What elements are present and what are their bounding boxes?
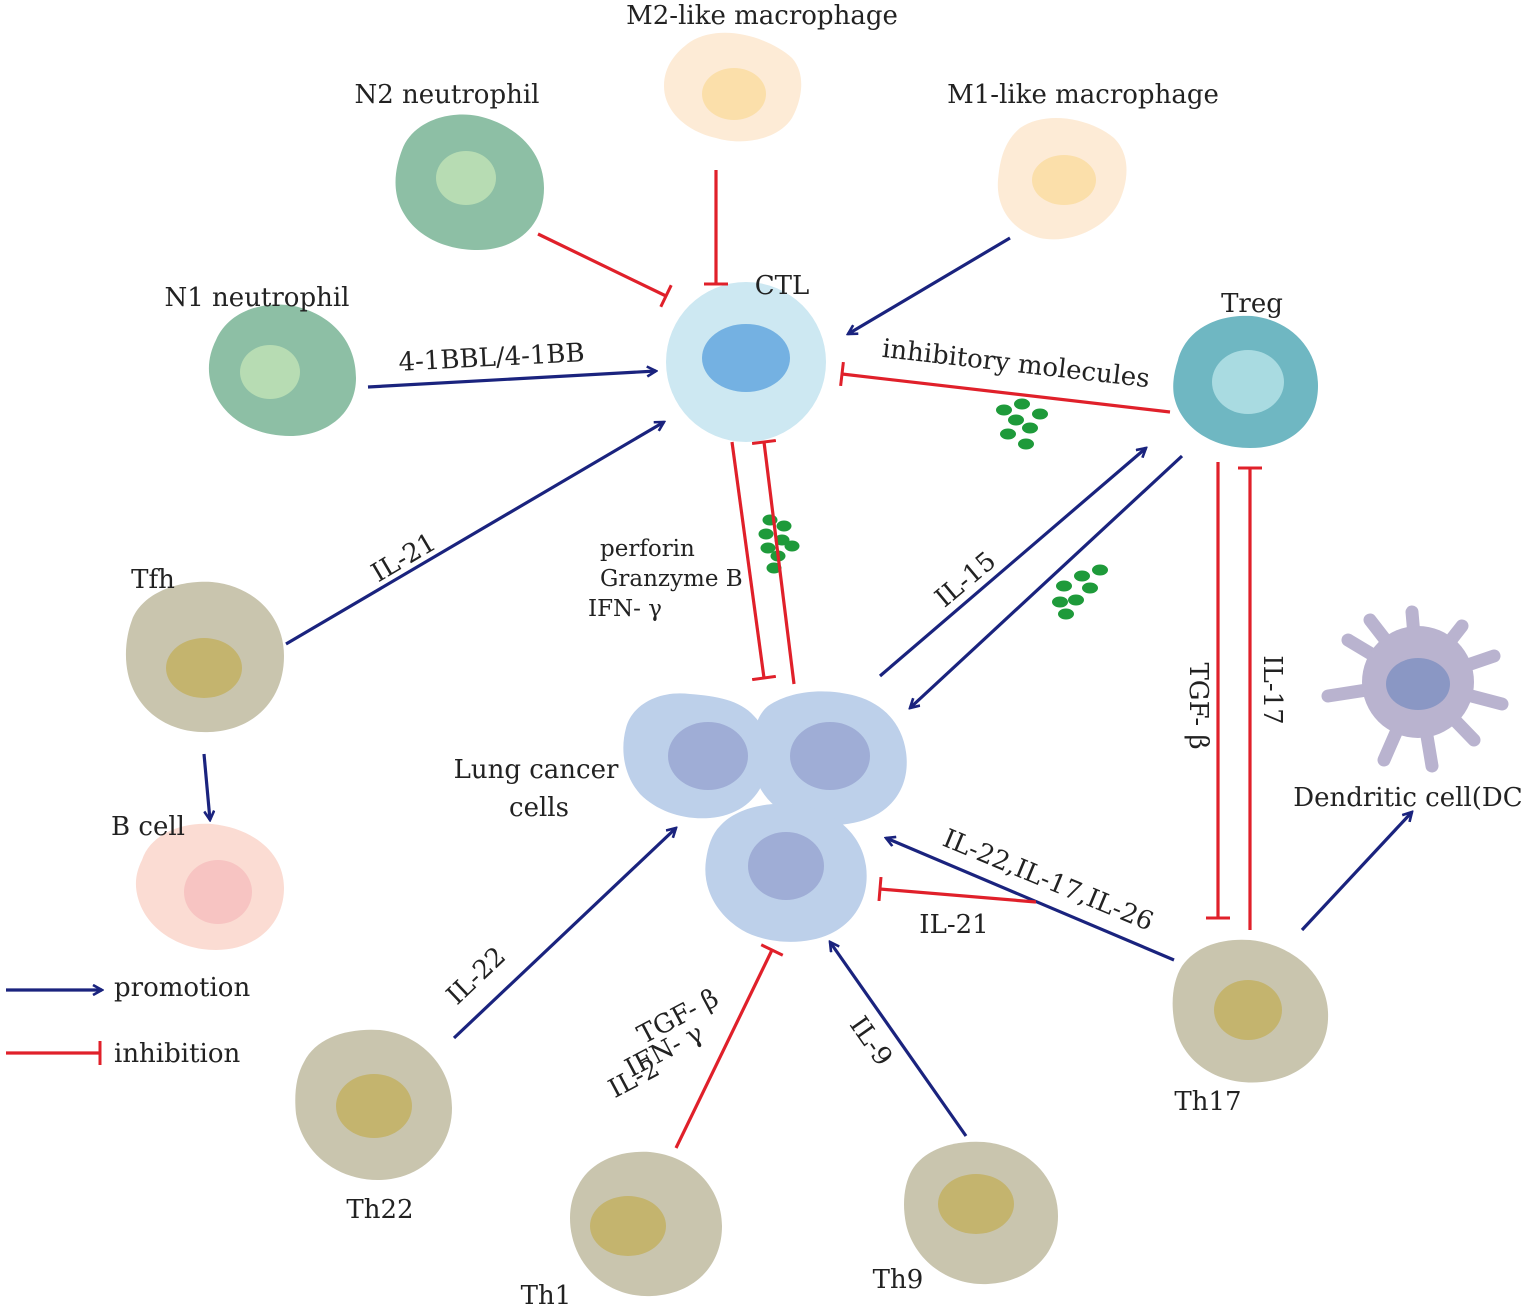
- m1-to-ctl-promotion: [848, 236, 1011, 336]
- th9-cell: [904, 1141, 1058, 1285]
- tfh-to-ctl-promotion: [285, 420, 664, 646]
- dendritic-cell-label: Dendritic cell(DC): [1293, 783, 1524, 813]
- ctl-lung-label-granzyme: Granzyme B: [600, 566, 743, 592]
- ctl-lung-label-ifn: IFN- γ: [588, 596, 662, 622]
- treg-to-lung-promotion: [910, 454, 1184, 708]
- th1-label: Th1: [521, 1281, 572, 1311]
- m2-macrophage-cell: [664, 32, 802, 142]
- n1-ctl-label: 4-1BBL/4-1BB: [398, 338, 586, 378]
- granule-cluster-lung-treg: [1052, 564, 1108, 620]
- th1-cell: [570, 1151, 722, 1297]
- m1-macrophage-cell: [997, 117, 1127, 240]
- ctl-label: CTL: [755, 271, 810, 301]
- treg-cell: [1173, 315, 1318, 448]
- treg-to-ctl-inhibition: [839, 361, 1171, 414]
- b-cell: [135, 823, 284, 950]
- th17-lung-inhibition-label: IL-21: [919, 910, 988, 940]
- lung-to-ctl-inhibition: [751, 439, 796, 685]
- th17-cell: [1172, 939, 1329, 1083]
- legend-promotion-label: promotion: [114, 973, 250, 1003]
- n2-to-ctl-inhibition: [537, 232, 673, 308]
- n1-to-ctl-promotion: [367, 371, 656, 389]
- th9-lung-label: IL-9: [843, 1011, 898, 1072]
- lung-to-treg-promotion: [878, 448, 1146, 678]
- m1-macrophage-label: M1-like macrophage: [947, 80, 1219, 110]
- lung-cancer-cells: [623, 691, 907, 942]
- ctl-lung-label-perforin: perforin: [600, 536, 695, 562]
- tfh-label: Tfh: [131, 565, 175, 595]
- n1-neutrophil-cell: [208, 304, 356, 436]
- b-cell-label: B cell: [111, 812, 185, 842]
- th17-to-lung-inhibition: [877, 876, 1037, 904]
- n1-neutrophil-label: N1 neutrophil: [165, 283, 350, 313]
- dendritic-cell: [1321, 605, 1509, 773]
- th22-cell: [295, 1029, 452, 1180]
- legend-inhibition-label: inhibition: [114, 1039, 240, 1069]
- th22-to-lung-promotion: [452, 828, 676, 1040]
- lung-cancer-label-line2: cells: [509, 793, 569, 823]
- treg-label: Treg: [1221, 289, 1283, 319]
- legend: promotion inhibition: [6, 973, 250, 1069]
- granule-cluster-ctl: [758, 514, 800, 574]
- tfh-ctl-label: IL-21: [366, 528, 441, 589]
- th17-label: Th17: [1174, 1087, 1241, 1117]
- treg-ctl-label: inhibitory molecules: [881, 334, 1152, 394]
- th17-treg-label: IL-17: [1257, 655, 1287, 724]
- ctl-cell: [666, 282, 826, 442]
- th17-to-lung-promotion: [886, 838, 1175, 962]
- tfh-to-bcell-promotion: [202, 753, 210, 820]
- th17-to-dc-promotion: [1300, 812, 1412, 932]
- n2-neutrophil-label: N2 neutrophil: [355, 80, 540, 110]
- lung-cancer-label-line1: Lung cancer: [454, 755, 619, 785]
- granule-cluster-treg: [996, 398, 1048, 450]
- th22-label: Th22: [346, 1195, 413, 1225]
- n2-neutrophil-cell: [395, 114, 544, 251]
- th1-to-lung-inhibition: [674, 943, 784, 1149]
- th22-lung-label: IL-22: [441, 941, 512, 1011]
- treg-th17-label: TGF- β: [1183, 662, 1213, 749]
- m2-macrophage-label: M2-like macrophage: [626, 1, 898, 31]
- tfh-cell: [125, 581, 284, 733]
- ctl-to-lung-inhibition: [730, 441, 777, 682]
- th9-to-lung-promotion: [830, 942, 968, 1137]
- th9-label: Th9: [873, 1265, 924, 1295]
